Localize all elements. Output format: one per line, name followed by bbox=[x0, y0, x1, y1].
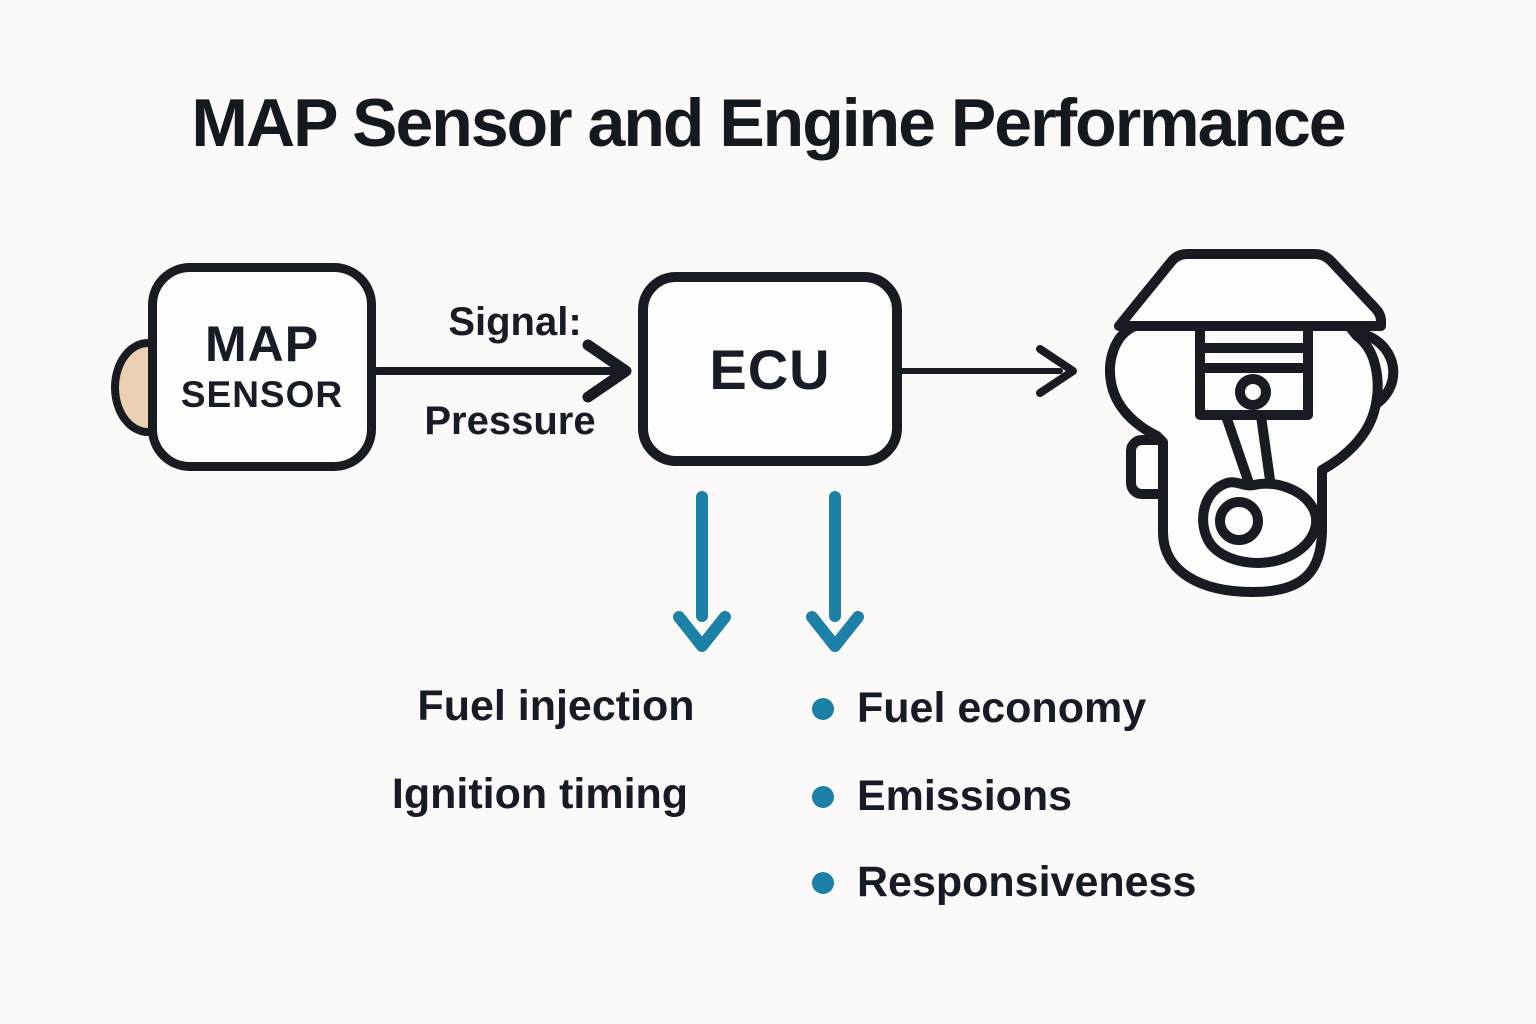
down-arrow-right-icon bbox=[806, 491, 864, 652]
result-item: Responsiveness bbox=[812, 857, 1196, 909]
result-responsiveness: Responsiveness bbox=[857, 858, 1197, 907]
bullet-icon bbox=[812, 872, 834, 894]
map-sensor-label-line1: MAP bbox=[204, 315, 320, 372]
engine-icon bbox=[1105, 249, 1399, 597]
bullet-icon bbox=[812, 786, 834, 808]
engine-wrist-pin bbox=[1235, 374, 1271, 410]
signal-label-top: Signal: bbox=[448, 300, 582, 344]
result-item: Emissions bbox=[812, 771, 1072, 823]
result-fuel-economy: Fuel economy bbox=[857, 684, 1147, 733]
down-arrow-left-icon bbox=[673, 491, 731, 652]
bullet-icon bbox=[812, 698, 834, 720]
ecu-label: ECU bbox=[709, 337, 831, 401]
page-title: MAP Sensor and Engine Performance bbox=[191, 85, 1346, 161]
output-fuel-injection: Fuel injection bbox=[417, 682, 695, 730]
ecu-to-engine-arrow-icon bbox=[899, 345, 1077, 397]
engine-rod-left bbox=[1221, 411, 1257, 497]
engine-rod-right bbox=[1256, 411, 1276, 492]
map-sensor-box: MAP SENSOR bbox=[148, 263, 376, 471]
result-item: Fuel economy bbox=[812, 683, 1146, 735]
signal-label-bottom: Pressure bbox=[424, 399, 596, 443]
result-emissions: Emissions bbox=[857, 772, 1073, 821]
output-ignition-timing: Ignition timing bbox=[391, 770, 689, 818]
ecu-box: ECU bbox=[638, 272, 902, 466]
map-sensor-label-line2: SENSOR bbox=[180, 374, 344, 416]
map-to-ecu-arrow-icon bbox=[373, 339, 632, 403]
engine-valve-cover bbox=[1114, 249, 1386, 331]
engine-crank-journal bbox=[1215, 497, 1263, 545]
